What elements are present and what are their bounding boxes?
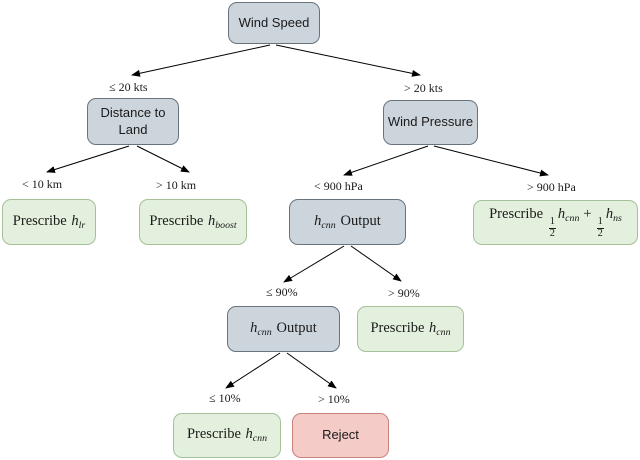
edge-hcnn2-left <box>225 352 281 389</box>
edge-hcnn1-left <box>283 245 345 283</box>
edge-hcnn1-right <box>350 245 402 282</box>
edge-label-lt-10km: < 10 km <box>22 177 63 191</box>
node-wind-pressure: Wind Pressure <box>383 100 478 145</box>
edge-label-le-90pct: ≤ 90% <box>266 285 298 299</box>
node-wind-speed-label: Wind Speed <box>238 14 310 30</box>
edge-label-gt-20kts: > 20 kts <box>404 81 443 95</box>
edge-distance-right <box>136 145 190 173</box>
edge-label-le-10pct: ≤ 10% <box>209 391 241 405</box>
edge-label-le-20kts: ≤ 20 kts <box>109 80 148 94</box>
edge-label-gt-10pct: > 10% <box>318 392 350 406</box>
leaf-reject: Reject <box>292 413 389 458</box>
edge-label-gt-900hpa: > 900 hPa <box>527 180 576 194</box>
node-distance-to-land: Distance to Land <box>87 98 179 145</box>
leaf-reject-label: Reject <box>322 427 359 443</box>
edge-label-gt-90pct: > 90% <box>388 286 420 300</box>
edge-label-lt-900hpa: < 900 hPa <box>314 179 363 193</box>
edge-hcnn2-right <box>286 352 337 389</box>
edge-windspeed-left <box>131 44 271 77</box>
node-wind-speed: Wind Speed <box>228 2 320 44</box>
edge-distance-left <box>46 145 130 173</box>
node-wind-pressure-label: Wind Pressure <box>387 114 474 130</box>
edge-pressure-left <box>343 145 429 176</box>
node-distance-to-land-label: Distance to Land <box>100 105 166 137</box>
edge-pressure-right <box>433 145 549 177</box>
edge-windspeed-right <box>275 44 421 77</box>
edge-label-gt-10km: > 10 km <box>156 178 197 192</box>
